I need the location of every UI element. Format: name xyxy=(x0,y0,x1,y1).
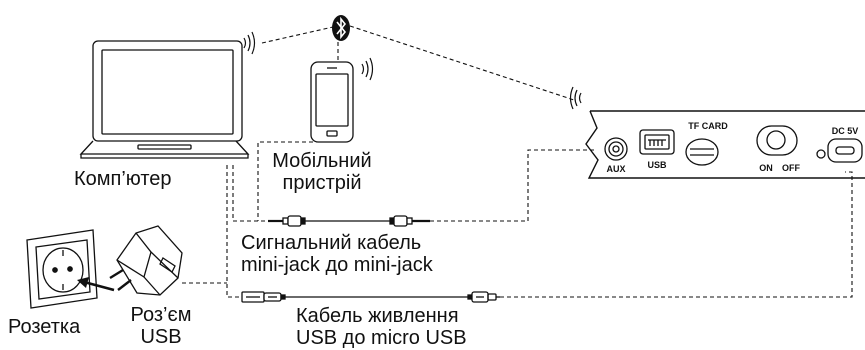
signal-cable-label-line2: mini-jack до mini-jack xyxy=(241,254,433,277)
power-cable-label: Кабель живлення USB до micro USB xyxy=(296,305,467,350)
bt-link-device xyxy=(349,25,575,101)
power-cable xyxy=(241,291,500,303)
wireless-waves-icon xyxy=(361,57,374,81)
signal-cable-line-right xyxy=(430,149,595,222)
power-cable-line-right xyxy=(500,171,853,298)
signal-cable-label: Сигнальний кабель mini-jack до mini-jack xyxy=(241,232,433,277)
mini-jack-plug-right xyxy=(389,215,430,227)
led-indicator xyxy=(816,149,826,159)
computer-label: Комп’ютер xyxy=(74,168,172,190)
mobile-label-line1: Мобільний xyxy=(272,150,372,172)
dc-port-label: DC 5V xyxy=(832,126,859,136)
aux-port xyxy=(604,137,628,161)
wall-socket-icon xyxy=(26,229,98,309)
dc-port xyxy=(827,138,863,163)
power-cable-label-line1: Кабель живлення xyxy=(296,305,459,327)
power-switch xyxy=(756,125,798,156)
power-cable-label-line2: USB до micro USB xyxy=(296,327,467,350)
usb-adapter-label: Роз’єм USB xyxy=(120,304,202,349)
insert-arrow-icon xyxy=(77,277,115,292)
aux-label: AUX xyxy=(606,164,625,174)
bt-link-laptop xyxy=(261,26,334,44)
usb-power-adapter-icon xyxy=(109,225,183,296)
signal-cable-label-line1: Сигнальний кабель xyxy=(241,232,422,254)
mini-jack-plug-left xyxy=(268,215,306,227)
switch-off-label: OFF xyxy=(782,163,800,173)
socket-label: Розетка xyxy=(8,316,81,338)
wireless-waves-icon xyxy=(569,86,582,110)
mobile-device-label: Мобільний пристрій xyxy=(262,150,382,195)
usb-adapter-label-line2: USB xyxy=(140,326,182,349)
power-cable-line-laptop xyxy=(226,165,242,298)
micro-usb-plug xyxy=(467,291,500,303)
usb-port xyxy=(639,129,675,155)
laptop-icon xyxy=(79,40,250,159)
signal-cable xyxy=(268,215,430,227)
tf-card-label: TF CARD xyxy=(688,121,728,131)
signal-cable-line-left xyxy=(232,165,268,222)
mobile-label-line2: пристрій xyxy=(282,172,362,195)
signal-cable-line-phone xyxy=(257,141,341,221)
usb-port-label: USB xyxy=(647,160,667,170)
tf-card-slot xyxy=(685,138,719,166)
speaker-device-panel xyxy=(585,110,865,179)
mobile-phone-icon xyxy=(310,61,354,143)
switch-on-label: ON xyxy=(759,163,773,173)
usb-adapter-label-line1: Роз’єм xyxy=(130,304,192,326)
usb-a-plug xyxy=(241,291,286,303)
wireless-waves-icon xyxy=(243,31,256,55)
dashed-connections xyxy=(182,25,853,298)
bluetooth-icon xyxy=(332,15,350,41)
